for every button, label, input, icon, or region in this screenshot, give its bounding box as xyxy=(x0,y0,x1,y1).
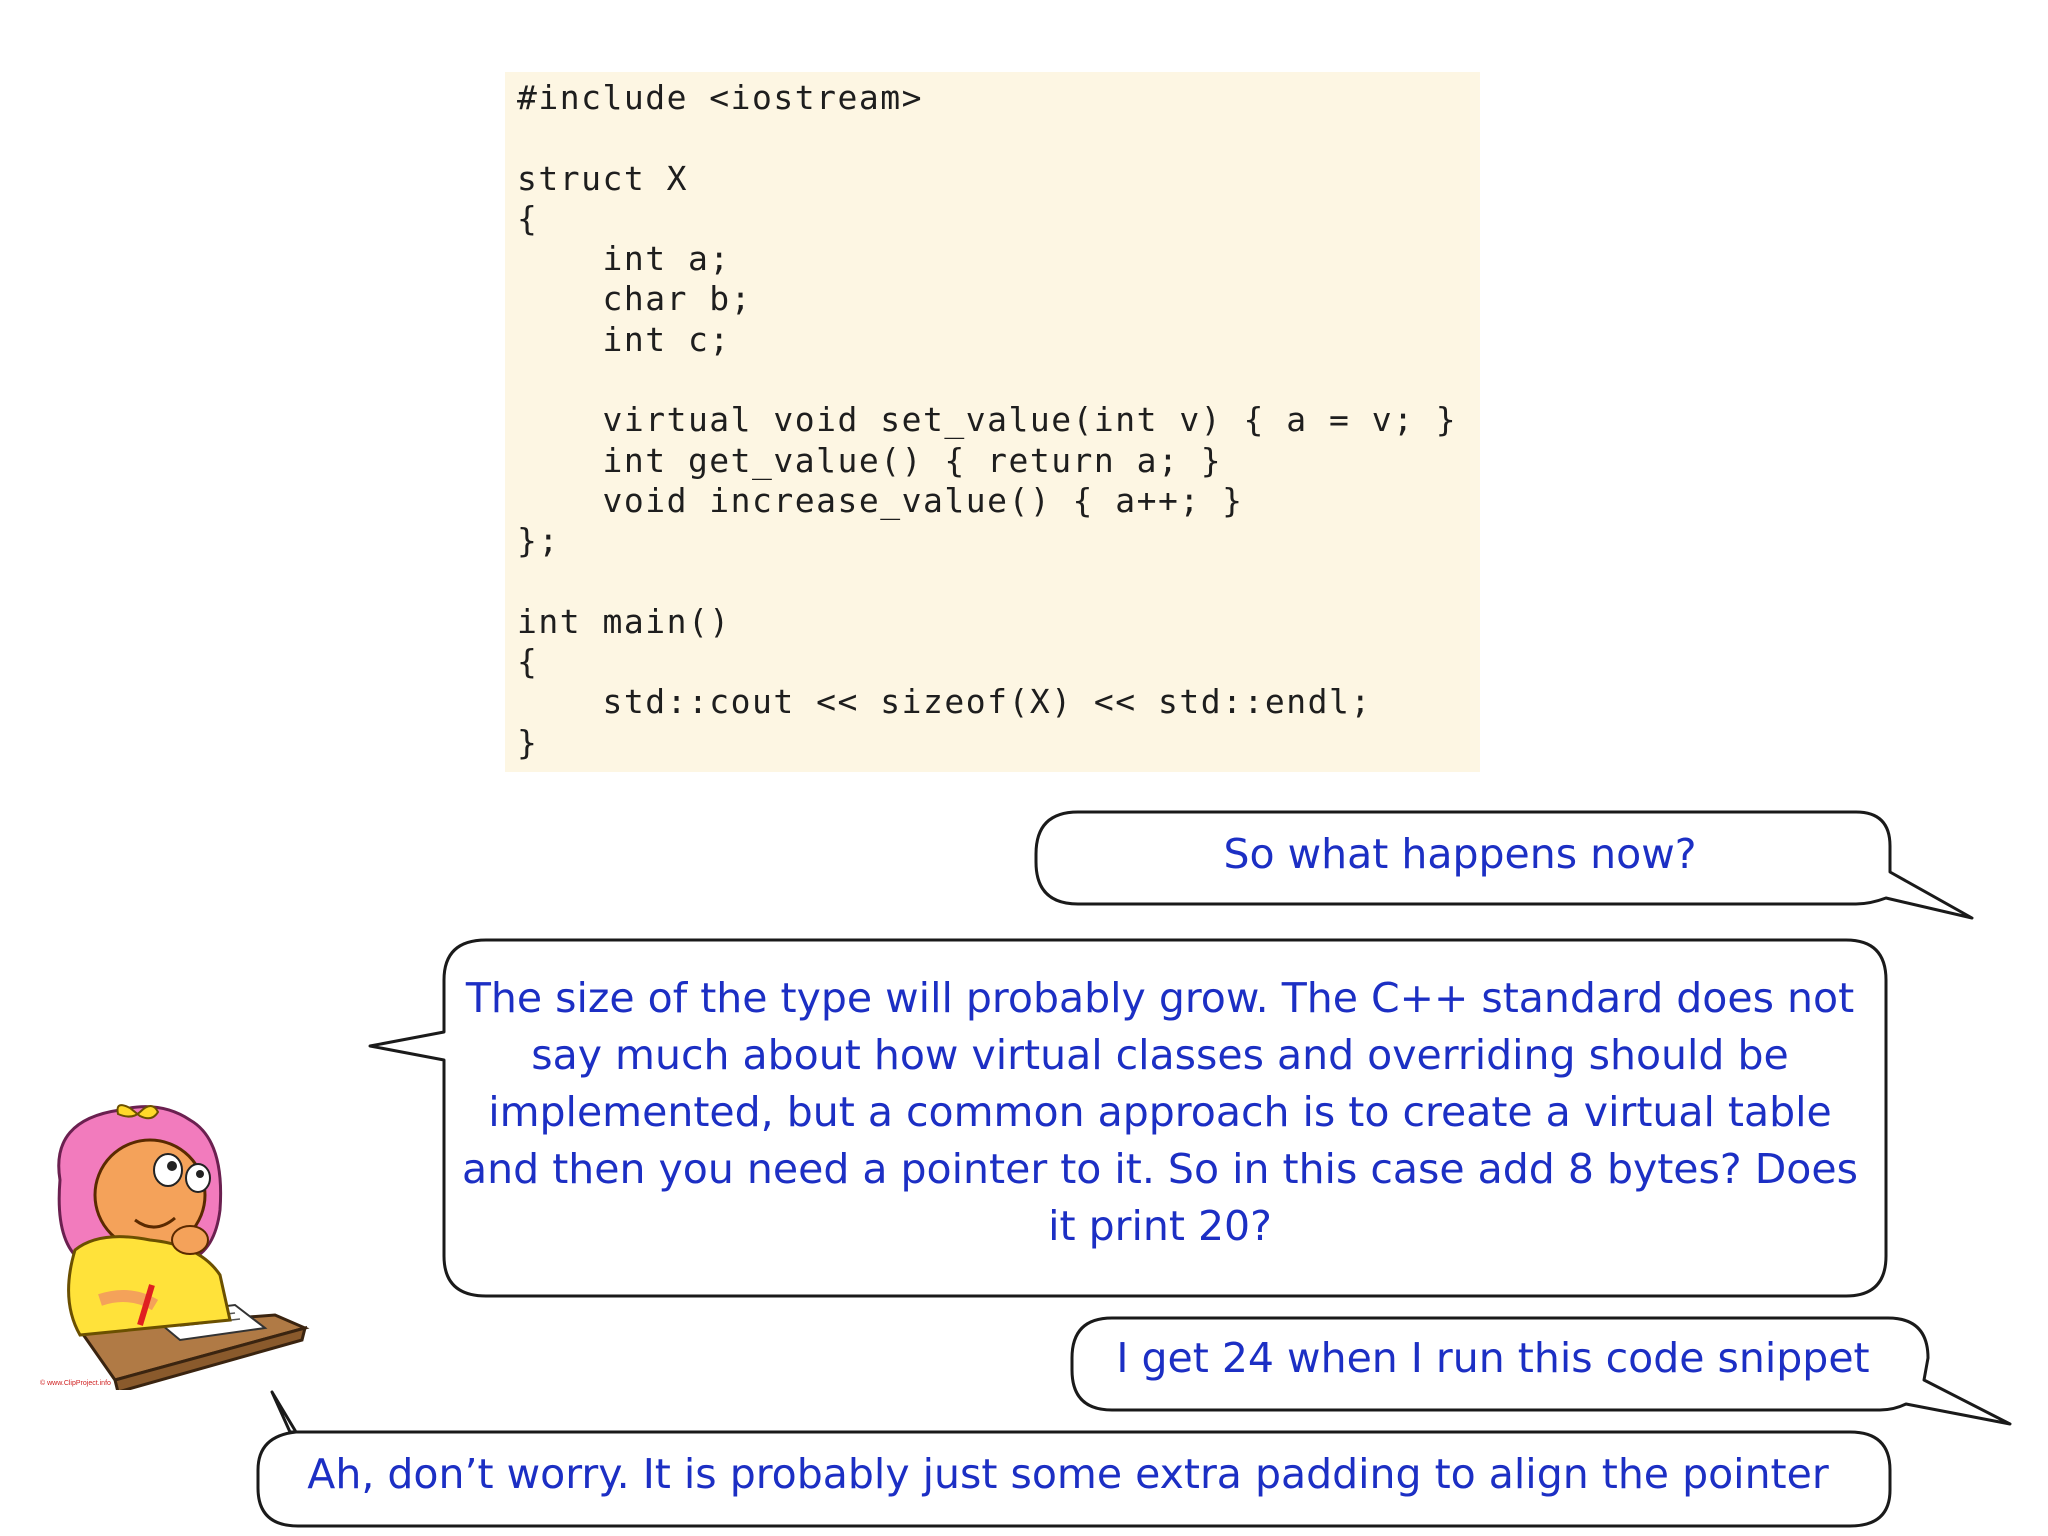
code-line: virtual void set_value(int v) { a = v; } xyxy=(517,400,1458,440)
code-line: { xyxy=(517,198,539,238)
code-line: int a; xyxy=(517,239,731,279)
code-snippet: #include <iostream> struct X { int a; ch… xyxy=(517,78,1480,763)
code-line: { xyxy=(517,642,539,682)
code-line: }; xyxy=(517,521,560,561)
code-line: #include <iostream> xyxy=(517,78,923,117)
speech-bubble-2 xyxy=(368,938,1888,1298)
mascot-credit: © www.ClipProject.info xyxy=(40,1380,111,1387)
code-line: int get_value() { return a; } xyxy=(517,440,1223,480)
code-line: } xyxy=(517,722,539,762)
code-snippet-panel: #include <iostream> struct X { int a; ch… xyxy=(505,72,1480,772)
bubble-text-question: So what happens now? xyxy=(1223,830,1697,878)
code-line: std::cout << sizeof(X) << std::endl; xyxy=(517,682,1372,722)
bubble-text-answer: The size of the type will probably grow.… xyxy=(462,974,1858,1250)
speech-bubble-3 xyxy=(1070,1316,2012,1426)
speech-bubble-4 xyxy=(256,1390,1892,1528)
speech-bubble-1 xyxy=(1034,810,1974,920)
bubble-text-reply: Ah, don’t worry. It is probably just som… xyxy=(307,1450,1829,1498)
bubble-text-result: I get 24 when I run this code snippet xyxy=(1116,1334,1870,1382)
girl-mascot-icon xyxy=(57,1104,310,1390)
code-line: int main() xyxy=(517,601,731,641)
code-line: int c; xyxy=(517,319,731,359)
code-line: char b; xyxy=(517,279,753,319)
code-line: void increase_value() { a++; } xyxy=(517,480,1244,520)
code-line: struct X xyxy=(517,158,688,198)
